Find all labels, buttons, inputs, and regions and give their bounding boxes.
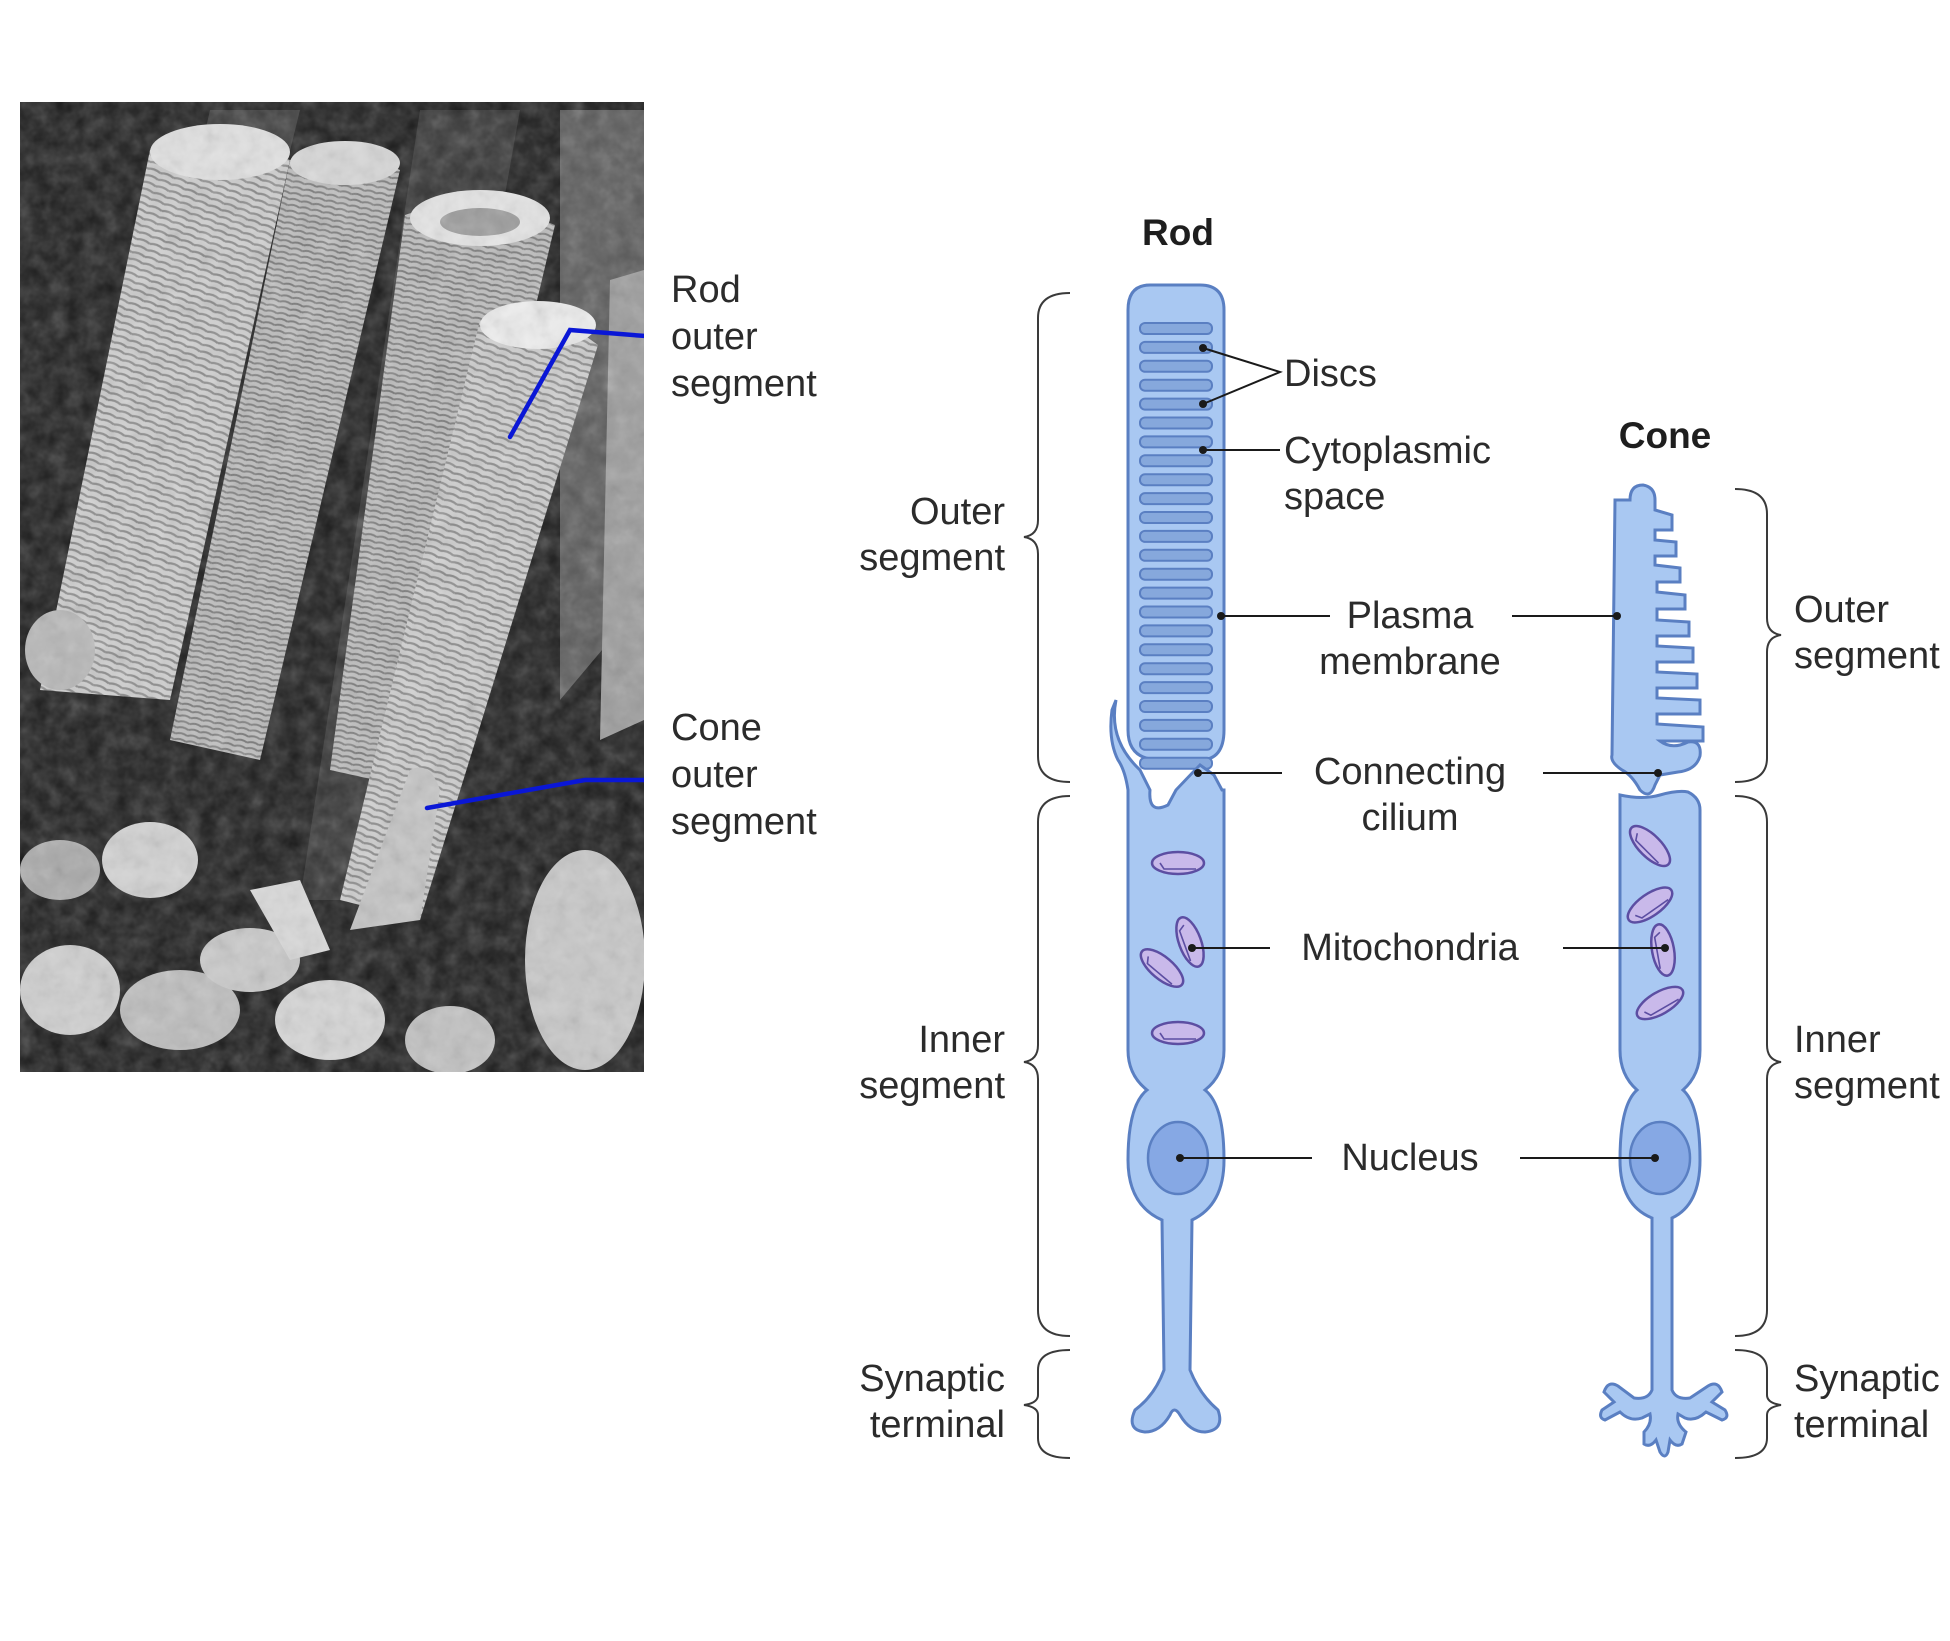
plasma-label-1: Plasma [1347,595,1475,637]
rod-disc [1139,681,1213,695]
rod-disc [1139,340,1213,354]
cone-outer-label-1: Outer [1794,589,1889,631]
cone-outer-line-2: outer [671,754,758,796]
rod-disc [1139,718,1213,732]
cone-inner-label-1: Inner [1794,1019,1881,1061]
rod-disc [1139,435,1213,449]
nucleus-label: Nucleus [1341,1137,1478,1179]
rod-disc [1139,567,1213,581]
rod-disc [1139,586,1213,600]
discs-label: Discs [1284,353,1377,395]
rod-disc [1139,700,1213,713]
rod-region-braces [1023,292,1071,1459]
cone-outer-brace [1734,488,1782,783]
cone-cell [1599,483,1729,1458]
mitochondrion [1635,985,1685,1021]
rod-disc [1139,359,1213,373]
mitochondria-label: Mitochondria [1301,927,1519,969]
rod-mitochondria [1139,850,1206,1046]
rod-disc [1139,378,1213,392]
sem-micrograph [20,102,644,1072]
rod-synaptic-label-1: Synaptic [859,1358,1005,1400]
cytoplasmic-label-2: space [1284,476,1385,518]
rod-inner-brace [1023,795,1071,1337]
rod-title: Rod [1142,212,1214,253]
mitochondrion [1150,850,1206,876]
mitochondrion [1626,886,1674,924]
rod-disc [1139,662,1213,676]
cone-synaptic-label-2: terminal [1794,1404,1929,1446]
rod-disc [1139,605,1213,619]
cone-title: Cone [1619,415,1712,456]
rod-inner-label-2: segment [859,1065,1005,1107]
rod-outer-line-1: Rod [671,269,741,311]
mitochondrion [1150,1020,1206,1046]
cytoplasmic-label-1: Cytoplasmic [1284,430,1491,472]
mitochondrion [1628,824,1672,868]
mitochondrion [1175,916,1205,968]
cone-inner-label-2: segment [1794,1065,1940,1107]
cone-outer-line-3: segment [671,801,817,843]
rod-disc [1139,454,1213,468]
cone-outer-segment-label: Cone outer segment [671,707,817,843]
rod-outer-line-3: segment [671,363,817,405]
rod-outer-leader [507,327,644,440]
rod-outer-segment-label: Rod outer segment [671,269,817,405]
plasma-label-2: membrane [1319,641,1501,683]
cone-outer-leader [424,777,644,811]
rod-outer-brace [1023,292,1071,783]
rod-disc [1139,397,1213,411]
rod-outer-label-1: Outer [910,491,1005,533]
rod-disc [1139,756,1213,770]
rod-outer-line-2: outer [671,316,758,358]
rod-disc [1139,529,1213,543]
cone-outer-segment [1610,483,1705,796]
cone-outer-line-1: Cone [671,707,762,749]
cilium-label-2: cilium [1361,797,1458,839]
cone-synaptic-brace [1734,1349,1782,1459]
rod-disc [1139,624,1213,638]
mitochondrion [1139,948,1185,988]
rod-outer-label-2: segment [859,537,1005,579]
cone-inner-brace [1734,795,1782,1337]
discs-leader [1202,347,1283,405]
rod-inner-label-1: Inner [918,1019,1005,1061]
rod-disc [1139,416,1213,430]
cilium-label-1: Connecting [1314,751,1506,793]
rod-synaptic-brace [1023,1349,1071,1459]
structure-leaders [1176,344,1669,1162]
rod-disc [1139,511,1213,524]
rod-discs [1139,322,1213,770]
rod-disc [1139,492,1213,506]
cone-region-braces [1734,488,1782,1459]
rod-disc [1139,473,1213,487]
rod-synaptic-label-2: terminal [870,1404,1005,1446]
rod-disc [1139,322,1213,335]
rod-disc [1139,643,1213,657]
rod-disc [1139,548,1213,562]
rod-inner-segment [1109,699,1226,1434]
cone-outer-label-2: segment [1794,635,1940,677]
cone-synaptic-label-1: Synaptic [1794,1358,1940,1400]
rod-cell [1109,283,1226,1434]
rod-disc [1139,737,1213,751]
